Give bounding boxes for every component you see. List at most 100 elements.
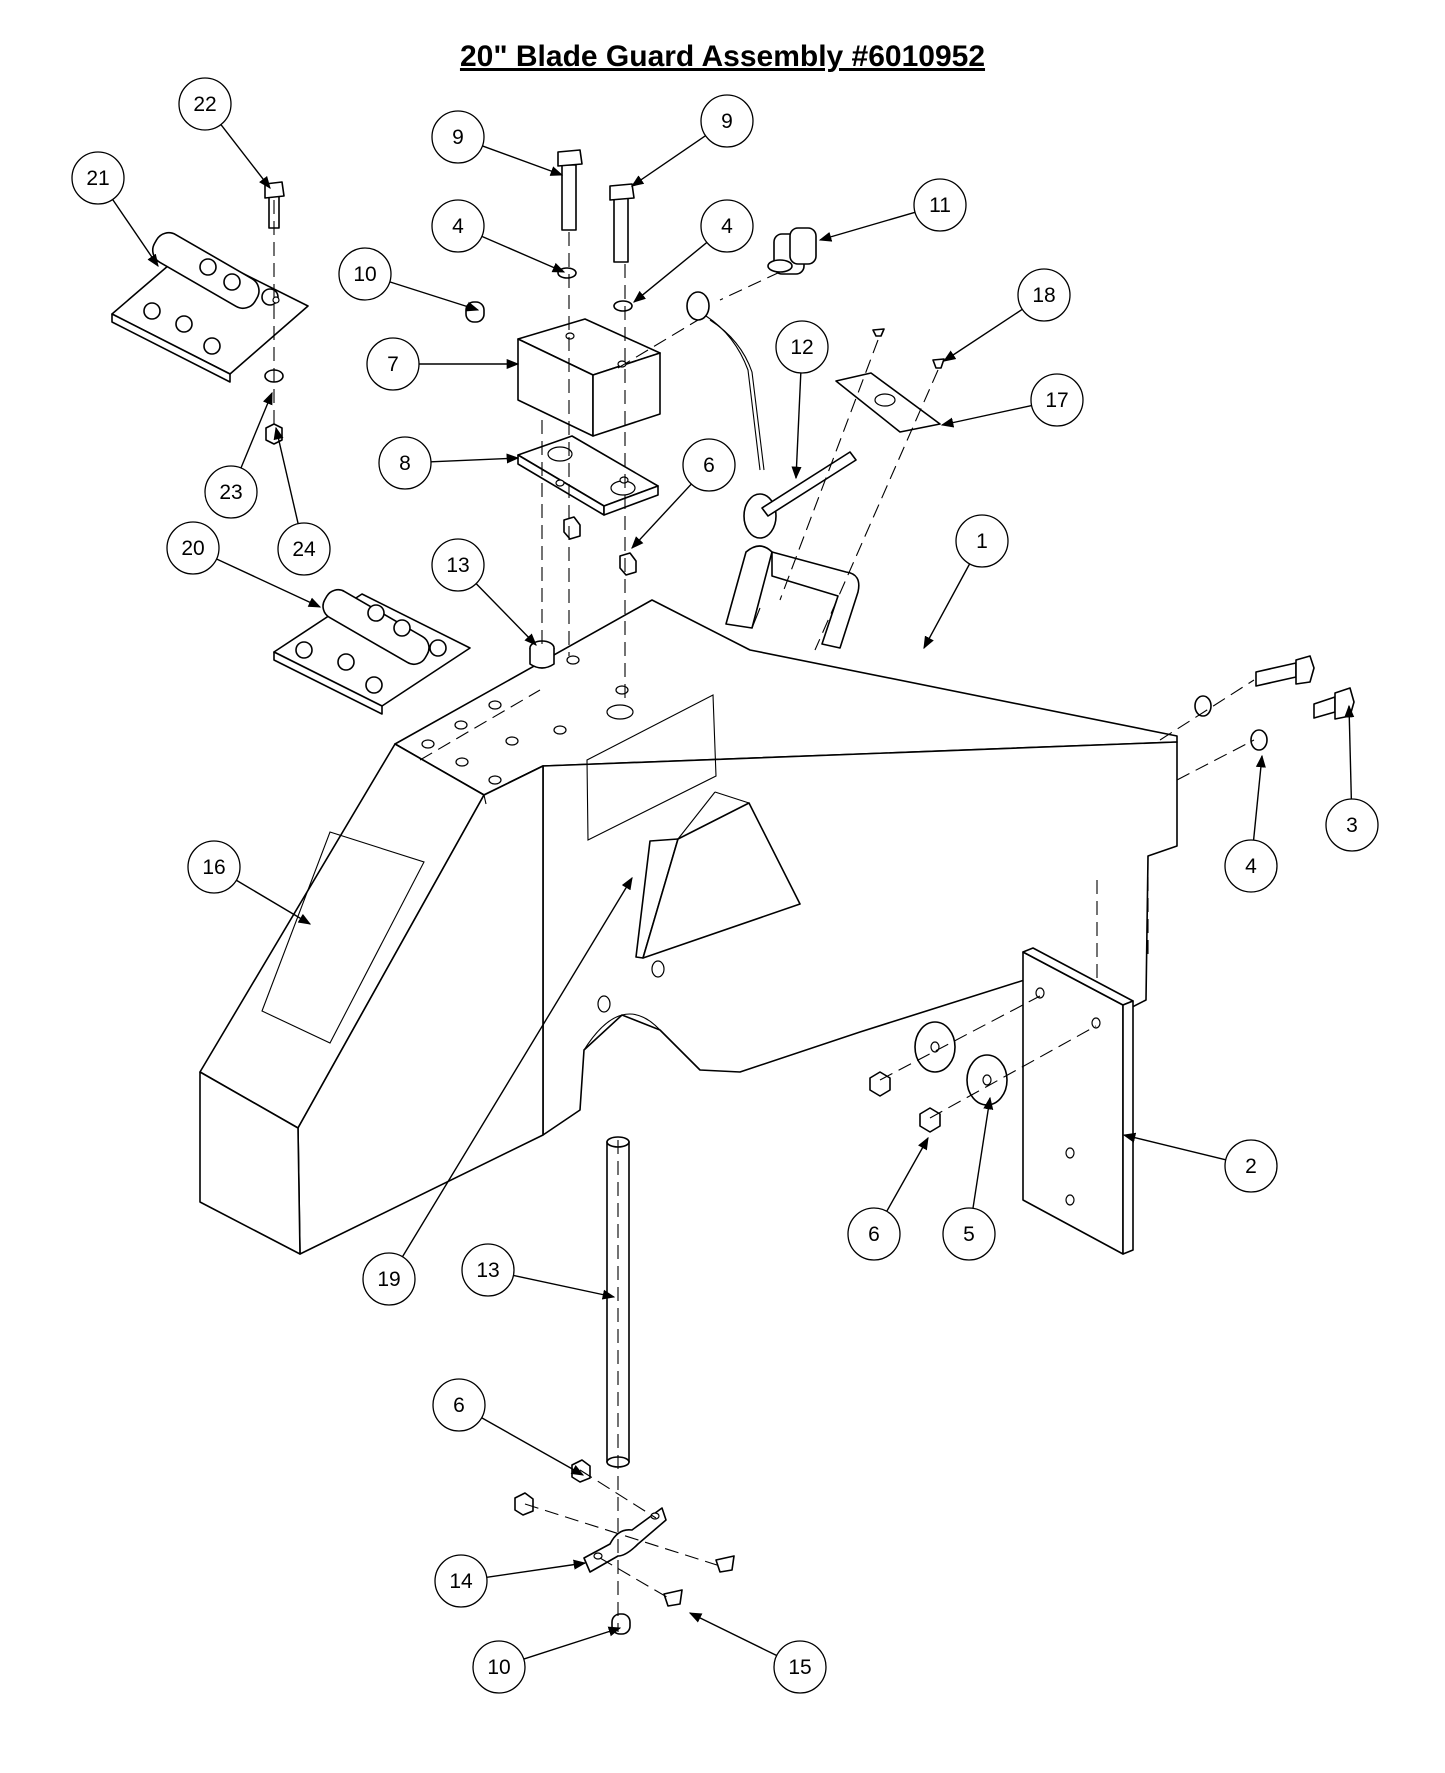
callout-circle bbox=[1325, 798, 1379, 852]
callout-number: 22 bbox=[193, 93, 216, 116]
callout-c16: 16 bbox=[187, 840, 312, 925]
callout-number: 19 bbox=[377, 1268, 400, 1291]
callout-circle bbox=[178, 77, 232, 131]
callout-c20: 20 bbox=[166, 521, 322, 608]
callout-c14: 14 bbox=[434, 1554, 587, 1608]
callout-number: 9 bbox=[452, 126, 464, 149]
callout-c24: 24 bbox=[273, 426, 331, 576]
leader-arrow bbox=[112, 199, 159, 268]
callout-circle bbox=[166, 521, 220, 575]
callout-circle bbox=[366, 337, 420, 391]
callout-circle bbox=[431, 538, 485, 592]
blade-guard-housing bbox=[199, 545, 1178, 1255]
block-bolts bbox=[465, 149, 637, 576]
leader-arrow bbox=[791, 372, 802, 480]
callout-circle bbox=[955, 514, 1009, 568]
assembly-centerlines bbox=[273, 200, 1255, 1632]
callout-c22: 22 bbox=[178, 77, 271, 189]
callout-c11: 11 bbox=[818, 178, 967, 242]
callout-c4a: 4 bbox=[431, 199, 566, 273]
hose-fitting bbox=[767, 227, 817, 275]
callout-number: 23 bbox=[219, 481, 242, 504]
callout-number: 14 bbox=[449, 1570, 473, 1593]
callout-c1: 1 bbox=[923, 514, 1009, 650]
callout-number: 6 bbox=[453, 1394, 465, 1417]
leader-arrow bbox=[631, 483, 692, 549]
callout-number: 1 bbox=[976, 530, 988, 553]
callout-number: 2 bbox=[1245, 1155, 1257, 1178]
callout-number: 3 bbox=[1346, 814, 1358, 837]
callout-circle bbox=[378, 436, 432, 490]
leader-arrow bbox=[475, 583, 537, 646]
callout-circle bbox=[700, 199, 754, 253]
leader-arrow bbox=[401, 876, 633, 1258]
callout-circle bbox=[204, 465, 258, 519]
callout-number: 15 bbox=[788, 1656, 811, 1679]
callout-number: 24 bbox=[292, 538, 316, 561]
callout-circle bbox=[71, 151, 125, 205]
leader-arrow bbox=[481, 1417, 585, 1476]
callout-c19: 19 bbox=[362, 876, 633, 1306]
leader-arrow bbox=[216, 558, 322, 608]
callout-number: 5 bbox=[963, 1223, 975, 1246]
callout-circle bbox=[1017, 268, 1071, 322]
callout-c5: 5 bbox=[942, 1096, 996, 1261]
upper-hinge bbox=[111, 181, 309, 445]
callout-circle bbox=[277, 522, 331, 576]
leader-arrow bbox=[523, 1626, 622, 1660]
callout-c13b: 13 bbox=[461, 1243, 616, 1300]
leader-arrow bbox=[513, 1274, 616, 1300]
mounting-block bbox=[517, 318, 661, 516]
leader-arrow bbox=[482, 145, 564, 176]
callout-c3: 3 bbox=[1325, 704, 1379, 852]
leader-arrow bbox=[1344, 704, 1355, 800]
leader-arrow bbox=[481, 235, 566, 273]
callout-number: 16 bbox=[202, 856, 225, 879]
callout-number: 17 bbox=[1045, 389, 1068, 412]
callout-number: 6 bbox=[703, 454, 715, 477]
callout-c18: 18 bbox=[942, 268, 1071, 362]
callout-c6a: 6 bbox=[631, 438, 736, 549]
callout-circle bbox=[1030, 373, 1084, 427]
lower-rod-assembly bbox=[514, 1136, 735, 1635]
callout-c8: 8 bbox=[378, 436, 520, 490]
callout-circle bbox=[461, 1243, 515, 1297]
callout-number: 21 bbox=[86, 167, 109, 190]
callout-circle bbox=[1224, 839, 1278, 893]
leader-arrow bbox=[235, 879, 312, 925]
leader-arrow bbox=[389, 281, 480, 312]
callout-number: 20 bbox=[181, 537, 204, 560]
callout-circle bbox=[913, 178, 967, 232]
callout-number: 10 bbox=[353, 263, 376, 286]
leader-arrow bbox=[972, 1096, 994, 1209]
callout-circle bbox=[775, 320, 829, 374]
leader-arrow bbox=[923, 563, 971, 650]
leader-arrow bbox=[630, 135, 706, 187]
leader-arrow bbox=[1122, 1132, 1226, 1161]
callout-c12: 12 bbox=[775, 320, 829, 480]
callout-circle bbox=[432, 1378, 486, 1432]
callout-c21: 21 bbox=[71, 151, 159, 268]
leader-arrow bbox=[886, 1136, 929, 1212]
callout-number: 8 bbox=[399, 452, 411, 475]
callout-c9b: 9 bbox=[630, 94, 754, 187]
callout-c7: 7 bbox=[366, 337, 520, 391]
instruction-plate bbox=[835, 328, 945, 433]
callout-number: 11 bbox=[929, 194, 951, 217]
callout-circle bbox=[700, 94, 754, 148]
leader-arrow bbox=[818, 211, 916, 242]
callout-number: 4 bbox=[721, 215, 733, 238]
callout-c6c: 6 bbox=[432, 1378, 585, 1476]
callout-circle bbox=[847, 1207, 901, 1261]
callout-c23: 23 bbox=[204, 391, 273, 519]
callout-circle bbox=[942, 1207, 996, 1261]
callout-c4c: 4 bbox=[1224, 754, 1278, 893]
callout-c2: 2 bbox=[1122, 1132, 1278, 1193]
callout-number: 13 bbox=[476, 1259, 499, 1282]
callout-number: 18 bbox=[1032, 284, 1055, 307]
callout-number: 10 bbox=[487, 1656, 510, 1679]
leader-arrow bbox=[273, 426, 299, 524]
leader-arrow bbox=[940, 404, 1032, 428]
